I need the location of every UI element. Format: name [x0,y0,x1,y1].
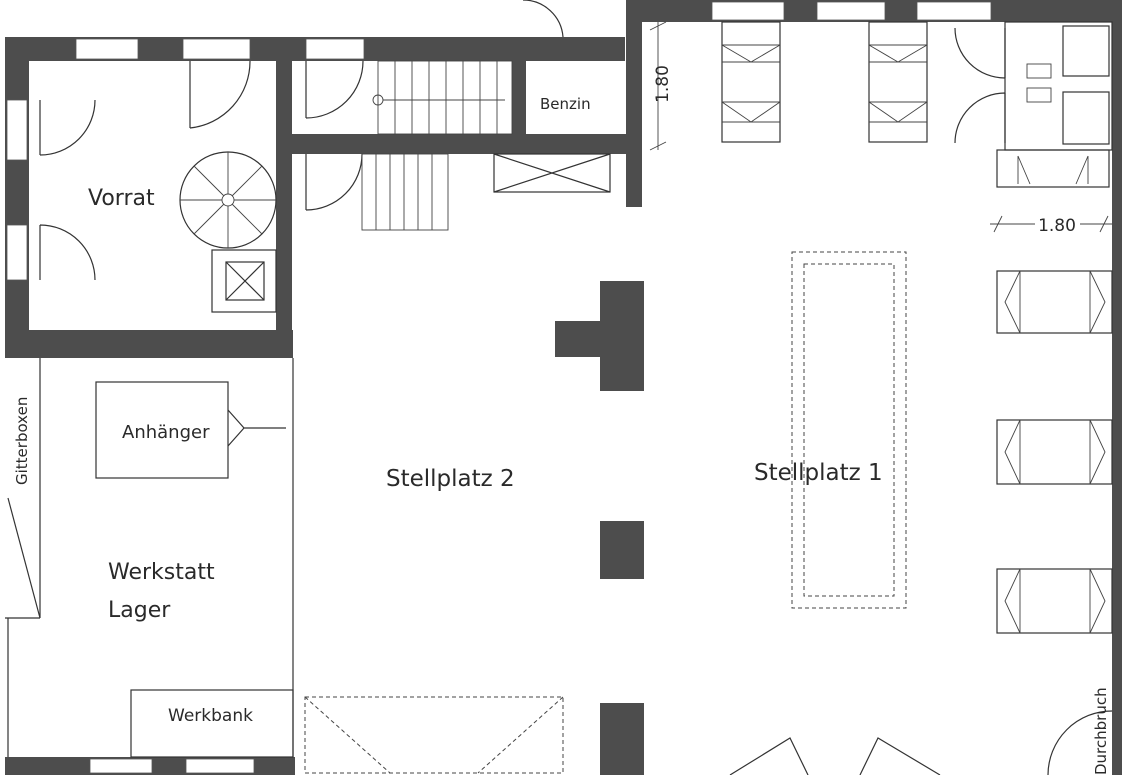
room-labels: Vorrat Benzin Anhänger Gitterboxen Werks… [13,95,1110,775]
room-label-gitterboxen: Gitterboxen [13,397,31,485]
shelf-right-2 [996,419,1113,485]
shelf-top-2 [868,21,928,143]
partitions [5,358,294,757]
dimension-horizontal: 1.80 [990,215,1112,236]
room-label-benzin: Benzin [540,95,591,113]
dimension-horizontal-label: 1.80 [1038,216,1076,236]
shelf-right-1 [996,270,1113,334]
stairs [179,60,513,249]
doors [39,0,1113,775]
room-label-lager: Lager [108,598,171,623]
room-label-vorrat: Vorrat [88,186,155,211]
furniture [95,21,1113,774]
shelf-right-3 [996,568,1113,634]
shelf-right-top [996,149,1110,188]
shafts [211,153,611,313]
room-label-anhaenger: Anhänger [122,422,210,443]
room-label-werkbank: Werkbank [168,706,253,726]
dimension-vertical-label: 1.80 [653,65,673,103]
dimension-vertical: 1.80 [649,21,673,151]
windows [6,1,992,774]
room-label-durchbruch: Durchbruch [1092,687,1110,775]
walls [5,0,1122,775]
room-label-werkstatt: Werkstatt [108,560,215,585]
room-label-stellplatz2: Stellplatz 2 [386,466,515,492]
storage-units [721,21,1113,634]
shelf-top-1 [721,21,781,143]
room-label-stellplatz1: Stellplatz 1 [754,460,883,486]
